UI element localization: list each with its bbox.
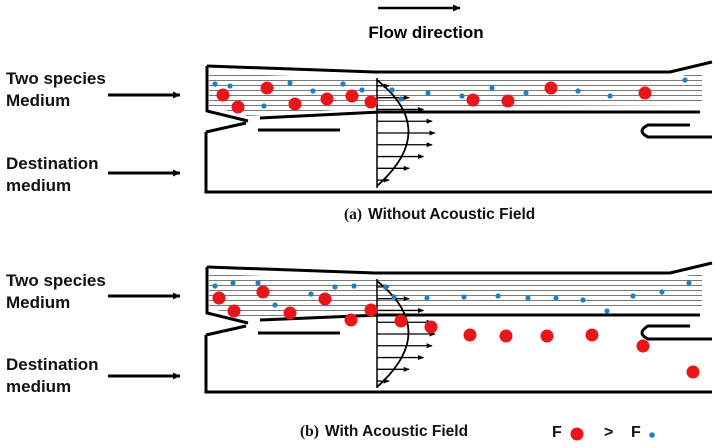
input-label-a: Two species Medium (6, 69, 106, 110)
small-particle (212, 283, 218, 289)
small-particle (398, 96, 404, 102)
profile-arrows (377, 284, 436, 384)
large-particle (544, 81, 558, 95)
flow-direction-label: Flow direction (368, 23, 483, 42)
large-particle (288, 97, 302, 111)
small-particle (230, 280, 236, 286)
legend-relation: > (604, 424, 614, 441)
large-particle (318, 292, 332, 306)
small-particle (425, 90, 431, 96)
legend-small-particle (649, 432, 655, 438)
panel-without-field (204, 60, 713, 194)
small-particle (287, 80, 293, 86)
large-particle (344, 313, 358, 327)
large-particle (320, 92, 334, 106)
small-particle (340, 81, 346, 87)
small-particle (682, 77, 688, 83)
destination-label-a: Destination medium (6, 154, 99, 195)
panel-with-field (204, 261, 713, 394)
small-particle (607, 93, 613, 99)
large-particle (212, 291, 226, 305)
large-particle (540, 329, 554, 343)
large-particle (636, 339, 650, 353)
small-particle (332, 284, 338, 290)
profile-arrows (377, 83, 436, 183)
legend-small-symbol: F (631, 424, 641, 441)
input-stream-hatch (209, 71, 702, 116)
legend-large-particle (570, 427, 584, 441)
small-particle (308, 291, 314, 297)
small-particle (580, 297, 586, 303)
small-particle (604, 308, 610, 314)
large-particle (260, 81, 274, 95)
destination-label-b: Destination medium (6, 355, 99, 396)
large-particle (424, 320, 438, 334)
small-particle (389, 87, 395, 93)
small-particle (495, 293, 501, 299)
small-particle (525, 295, 531, 301)
particles (212, 77, 688, 114)
large-particle (345, 89, 359, 103)
small-particle (227, 83, 233, 89)
legend-large-symbol: F (552, 424, 562, 441)
small-particle (261, 103, 267, 109)
channel-outline (204, 60, 713, 194)
small-particle (359, 87, 365, 93)
small-particle (424, 295, 430, 301)
large-particle (585, 328, 599, 342)
large-particle (463, 328, 477, 342)
small-particle (212, 81, 218, 87)
caption-b: (b)With Acoustic Field (300, 423, 469, 440)
small-particle (459, 93, 465, 99)
small-particle (255, 280, 261, 286)
large-particle (364, 95, 378, 109)
large-particle (499, 329, 513, 343)
large-particle (283, 306, 297, 320)
large-particle (216, 88, 230, 102)
caption-a: (a)Without Acoustic Field (344, 206, 536, 223)
small-particle (351, 283, 357, 289)
small-particle (553, 295, 559, 301)
small-particle (575, 88, 581, 94)
large-particle (466, 93, 480, 107)
small-particle (523, 90, 529, 96)
large-particle (227, 304, 241, 318)
large-particle (394, 314, 408, 328)
small-particle (461, 294, 467, 300)
channel-outline (204, 261, 713, 394)
small-particle (489, 85, 495, 91)
input-label-b: Two species Medium (6, 271, 106, 312)
large-particle (501, 94, 515, 108)
small-particle (310, 88, 316, 94)
small-particle (630, 293, 636, 299)
large-particle (686, 365, 700, 379)
large-particle (256, 285, 270, 299)
input-stream-hatch (209, 272, 702, 318)
large-particle (364, 303, 378, 317)
small-particle (383, 284, 389, 290)
small-particle (659, 289, 665, 295)
small-particle (391, 294, 397, 300)
large-particle (638, 86, 652, 100)
particles (212, 280, 700, 379)
large-particle (231, 100, 245, 114)
small-particle (686, 280, 692, 286)
small-particle (272, 302, 278, 308)
